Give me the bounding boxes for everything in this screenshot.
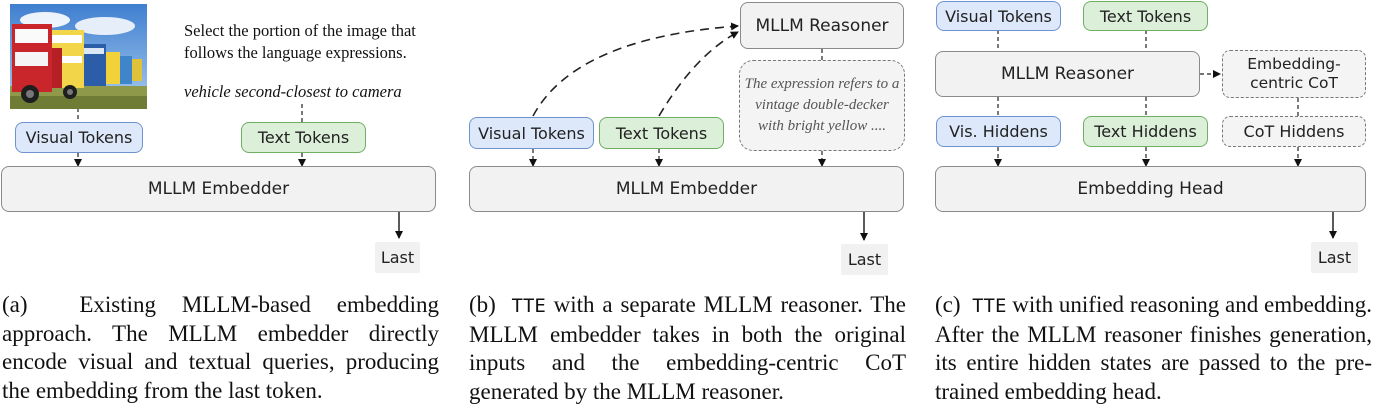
arrow-text-reasoner-b [658,31,739,117]
query-text: vehicle second-closest to camera [184,82,402,101]
cot-hiddens-c: CoT Hiddens [1222,116,1366,147]
caption-a-tag: (a) [2,292,28,317]
text-hiddens-c: Text Hiddens [1083,116,1208,147]
bus-photo [10,4,147,109]
cot-text-b: The expression refers to a vintage doubl… [744,76,900,134]
last-token-a: Last [375,242,420,273]
last-token-c: Last [1311,242,1358,273]
cot-box-c: Embedding-centric CoT [1222,50,1366,98]
visual-tokens-a: Visual Tokens [15,122,143,153]
caption-a: (a) Existing MLLM-based embedding approa… [2,291,439,405]
caption-c: (c) TTE with unified reasoning and embed… [935,291,1372,406]
embedding-head-c: Embedding Head [935,166,1366,212]
mllm-embedder-b: MLLM Embedder [469,166,904,212]
text-tokens-b: Text Tokens [599,117,724,149]
last-token-b: Last [841,244,888,275]
caption-b-text: with a separate MLLM reasoner. The MLLM … [469,292,907,404]
caption-b-tag: (b) [469,292,496,317]
visual-tokens-c: Visual Tokens [936,1,1061,31]
mllm-reasoner-c: MLLM Reasoner [935,51,1200,97]
caption-c-text: with unified reasoning and embedding. Af… [935,292,1372,404]
caption-c-tag: (c) [935,292,961,317]
mllm-reasoner-b: MLLM Reasoner [740,2,904,49]
vis-hiddens-c: Vis. Hiddens [936,116,1061,147]
caption-c-tte: TTE [972,295,1007,317]
caption-b: (b) TTE with a separate MLLM reasoner. T… [469,291,906,406]
mllm-embedder-a: MLLM Embedder [1,166,436,212]
text-tokens-a: Text Tokens [241,122,366,153]
visual-tokens-b: Visual Tokens [469,117,594,149]
text-tokens-c: Text Tokens [1083,1,1208,31]
cot-bubble-b: The expression refers to a vintage doubl… [739,60,905,151]
instruction-text: Select the portion of the image that fol… [184,21,416,62]
caption-b-tte: TTE [511,295,546,317]
bus-photo-art [10,4,147,109]
arrow-visual-reasoner-b [532,22,739,117]
caption-a-text: Existing MLLM-based embedding approach. … [2,292,439,403]
